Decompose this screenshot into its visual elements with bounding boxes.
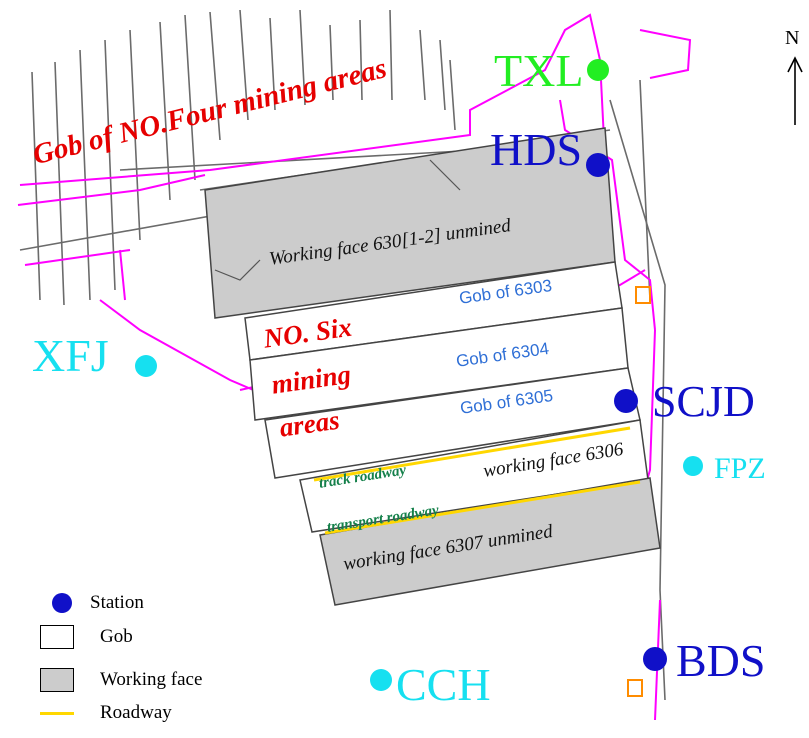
- legend-label-station: Station: [90, 592, 144, 613]
- equipment-marker-2: [627, 679, 643, 697]
- panel-boundaries: [214, 159, 461, 281]
- gob-swatch: [40, 625, 74, 649]
- legend-item-station: Station: [40, 592, 144, 614]
- legend-label-roadway: Roadway: [100, 702, 172, 723]
- station-cch-label: CCH: [396, 659, 491, 710]
- station-hds-dot[interactable]: [586, 153, 610, 177]
- station-bds-dot[interactable]: [643, 647, 667, 671]
- station-scjd-label: SCJD: [652, 377, 755, 426]
- station-hds-label: HDS: [490, 124, 583, 175]
- station-fpz-label: FPZ: [714, 452, 766, 485]
- legend-item-gob: Gob: [40, 625, 133, 649]
- station-cch-dot[interactable]: [370, 669, 392, 691]
- roadway-swatch: [40, 711, 74, 715]
- station-fpz-dot[interactable]: [683, 456, 703, 476]
- track-roadway-line: [313, 426, 631, 482]
- north-arrow: [787, 56, 803, 125]
- station-txl-dot[interactable]: [587, 59, 609, 81]
- working-face-swatch: [40, 668, 74, 692]
- legend-label-gob: Gob: [100, 626, 133, 647]
- station-xfj-label: XFJ: [32, 330, 109, 381]
- transport-roadway-line: [324, 480, 641, 535]
- legend-item-roadway: Roadway: [40, 702, 172, 724]
- legend-label-working-face: Working face: [100, 669, 203, 690]
- station-txl-label: TXL: [494, 45, 584, 96]
- equipment-marker-1: [635, 286, 651, 304]
- north-label: N: [785, 27, 800, 49]
- station-bds-label: BDS: [676, 635, 766, 686]
- station-xfj-dot[interactable]: [135, 355, 157, 377]
- legend-item-working-face: Working face: [40, 668, 202, 692]
- station-swatch: [52, 593, 72, 613]
- station-scjd-dot[interactable]: [614, 389, 638, 413]
